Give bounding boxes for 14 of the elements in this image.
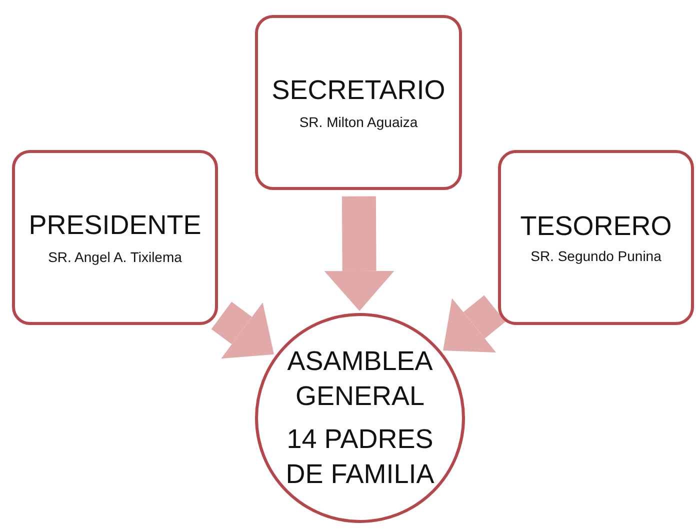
assembly-title: ASAMBLEA GENERAL	[286, 344, 434, 413]
member-name: SR. Milton Aguaiza	[299, 114, 418, 130]
assembly-members: 14 PADRES DE FAMILIA	[284, 423, 436, 492]
block-arrow	[211, 302, 274, 359]
role-title: TESORERO	[520, 211, 672, 242]
block-arrow	[324, 196, 394, 311]
role-box	[255, 15, 462, 190]
role-box	[498, 150, 694, 325]
block-arrow	[443, 295, 506, 352]
member-name: SR. Segundo Punina	[530, 248, 662, 264]
role-title: PRESIDENTE	[28, 210, 202, 240]
role-title: SECRETARIO	[272, 75, 446, 106]
member-name: SR. Angel A. Tixilema	[48, 248, 182, 265]
role-box	[12, 150, 218, 325]
